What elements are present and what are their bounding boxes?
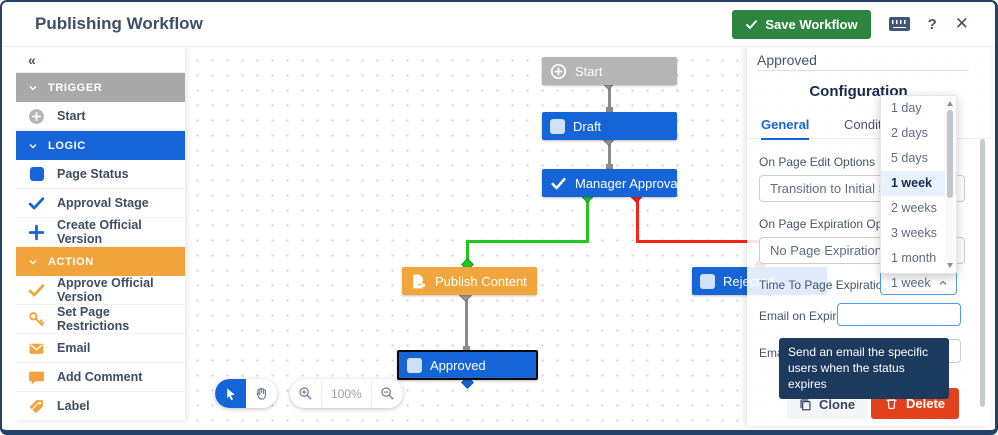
email-expire-tooltip: Send an email the specific users when th… (779, 338, 949, 399)
dropdown-option[interactable]: 2 days (891, 126, 928, 140)
scroll-up-arrow[interactable] (947, 101, 953, 106)
collapse-sidebar-button[interactable]: « (16, 47, 185, 73)
connector-reject-h (636, 240, 762, 243)
zoom-in-icon (299, 387, 312, 400)
email-on-expire-label: Email on Expire (759, 309, 844, 323)
select-tool-button[interactable] (215, 379, 246, 408)
node-label: Draft (573, 118, 602, 134)
chevron-down-icon (29, 85, 37, 90)
time-to-expiration-select[interactable]: 1 week (880, 271, 957, 295)
plus-icon (28, 224, 45, 240)
check-icon (28, 196, 45, 209)
connector-approve-h (466, 240, 589, 243)
node-start[interactable]: Start (542, 57, 677, 85)
edit-options-label: On Page Edit Options (759, 155, 876, 169)
dropdown-option[interactable]: 3 weeks (891, 226, 937, 240)
connector-publish-approved (465, 297, 468, 352)
close-button[interactable]: ✕ (954, 14, 969, 33)
status-square-icon (700, 273, 715, 289)
publish-document-icon (413, 274, 427, 288)
dropdown-option[interactable]: 1 day (891, 101, 922, 115)
pan-tool-button[interactable] (246, 379, 277, 408)
check-icon (28, 283, 45, 296)
key-icon (29, 311, 45, 326)
status-square-icon (550, 118, 565, 134)
scroll-down-arrow[interactable] (947, 263, 953, 268)
node-label: Publish Content (435, 273, 527, 289)
palette-item-set-page-restrictions[interactable]: Set Page Restrictions (16, 305, 185, 334)
zoom-level: 100% (321, 379, 372, 408)
panel-scrollbar[interactable] (980, 139, 985, 407)
node-approved[interactable]: Approved (397, 350, 538, 380)
comment-icon (29, 371, 44, 384)
palette-sidebar: « TRIGGER Start LOGIC Page Status Approv… (16, 47, 185, 421)
zoom-in-button[interactable] (290, 379, 321, 408)
zoom-tool-group: 100% (290, 379, 403, 408)
zoom-out-icon (381, 387, 394, 400)
palette-item-add-comment[interactable]: Add Comment (16, 363, 185, 392)
palette-item-approve-official-version[interactable]: Approve Official Version (16, 276, 185, 305)
connector-anchor (606, 107, 613, 114)
node-label: Approved (430, 357, 486, 373)
palette-item-page-status[interactable]: Page Status (16, 160, 185, 189)
expiration-options-label: On Page Expiration Options (759, 217, 908, 231)
palette-item-start[interactable]: Start (16, 102, 185, 131)
pointer-tool-group (215, 379, 277, 408)
connector-approve-v1 (586, 199, 589, 242)
header-actions: Save Workflow ? ✕ (732, 9, 969, 39)
help-button[interactable]: ? (927, 15, 937, 33)
plus-circle-icon (550, 63, 567, 79)
collapse-icon: « (28, 51, 36, 68)
connector-draft-manager (608, 139, 611, 170)
dropdown-option-selected[interactable]: 1 week (881, 171, 956, 196)
check-icon (551, 177, 566, 189)
check-icon (746, 19, 758, 29)
envelope-icon (29, 343, 44, 354)
hand-icon (256, 387, 266, 400)
section-trigger[interactable]: TRIGGER (16, 73, 185, 102)
trash-icon (886, 397, 897, 410)
status-name-input[interactable] (757, 49, 969, 71)
time-to-expiration-label: Time To Page Expiration (759, 278, 890, 292)
dropdown-option[interactable]: 5 days (891, 151, 928, 165)
dropdown-option[interactable]: 2 weeks (891, 201, 937, 215)
email-on-expire-input[interactable] (837, 303, 961, 326)
plus-circle-icon (29, 108, 44, 124)
chevron-up-icon (938, 278, 948, 288)
palette-item-label[interactable]: Label (16, 392, 185, 421)
connector-anchor (606, 164, 613, 171)
copy-icon (800, 399, 811, 411)
dropdown-scrollbar[interactable] (945, 97, 955, 272)
keyboard-shortcuts-icon[interactable] (888, 17, 910, 31)
connector-approve-v2 (466, 240, 469, 265)
time-to-expiration-dropdown: 1 day 2 days 5 days 1 week 2 weeks 3 wee… (880, 95, 957, 274)
page-title: Publishing Workflow (35, 14, 203, 33)
palette-item-create-official-version[interactable]: Create Official Version (16, 218, 185, 247)
square-icon (28, 166, 45, 183)
tab-general[interactable]: General (761, 117, 810, 140)
zoom-out-button[interactable] (371, 379, 403, 408)
save-workflow-button[interactable]: Save Workflow (732, 9, 871, 39)
chevron-down-icon (29, 259, 37, 264)
node-label: Start (575, 63, 603, 79)
scroll-thumb[interactable] (947, 110, 953, 198)
chevron-down-icon (29, 143, 37, 148)
palette-item-approval-stage[interactable]: Approval Stage (16, 189, 185, 218)
config-panel: Configuration General Conditions On Page… (747, 47, 990, 426)
connector-start-draft (608, 84, 611, 113)
tag-icon (29, 399, 43, 413)
cursor-icon (227, 388, 235, 401)
node-draft[interactable]: Draft (542, 112, 677, 140)
node-label: Manager Approval (575, 175, 681, 191)
status-square-icon (407, 357, 422, 373)
palette-item-email[interactable]: Email (16, 334, 185, 363)
section-action[interactable]: ACTION (16, 247, 185, 276)
dropdown-option[interactable]: 1 month (891, 251, 937, 265)
node-publish-content[interactable]: Publish Content (402, 267, 537, 295)
node-manager-approval[interactable]: Manager Approval (542, 169, 681, 197)
connector-reject-v1 (636, 199, 639, 242)
editor-header: Publishing Workflow Save Workflow ? ✕ (2, 2, 995, 47)
connector-anchor (463, 346, 470, 353)
section-logic[interactable]: LOGIC (16, 131, 185, 160)
